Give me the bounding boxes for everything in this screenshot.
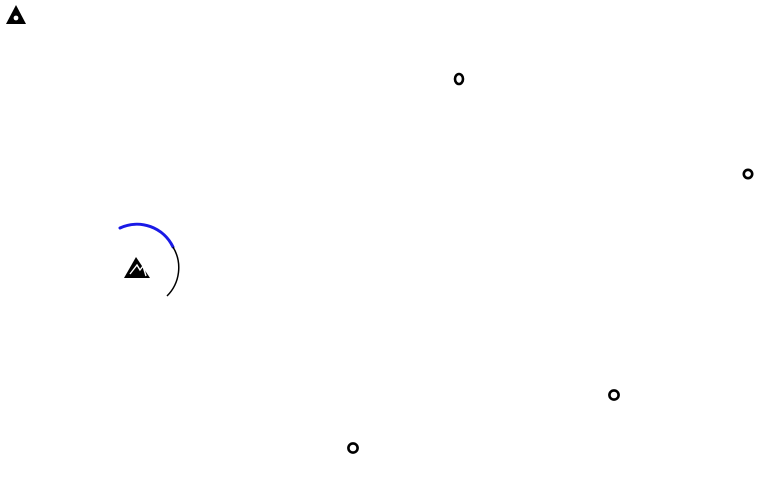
progress-arc [118,222,175,249]
warning-triangle-icon [6,5,26,24]
target-ring-2[interactable] [742,168,754,180]
target-ring-4[interactable] [347,442,359,454]
range-arc [166,246,180,297]
esd-triangle-icon [124,257,150,278]
target-ring-1[interactable] [453,72,465,86]
target-ring-3[interactable] [608,389,620,401]
player[interactable] [118,222,180,297]
